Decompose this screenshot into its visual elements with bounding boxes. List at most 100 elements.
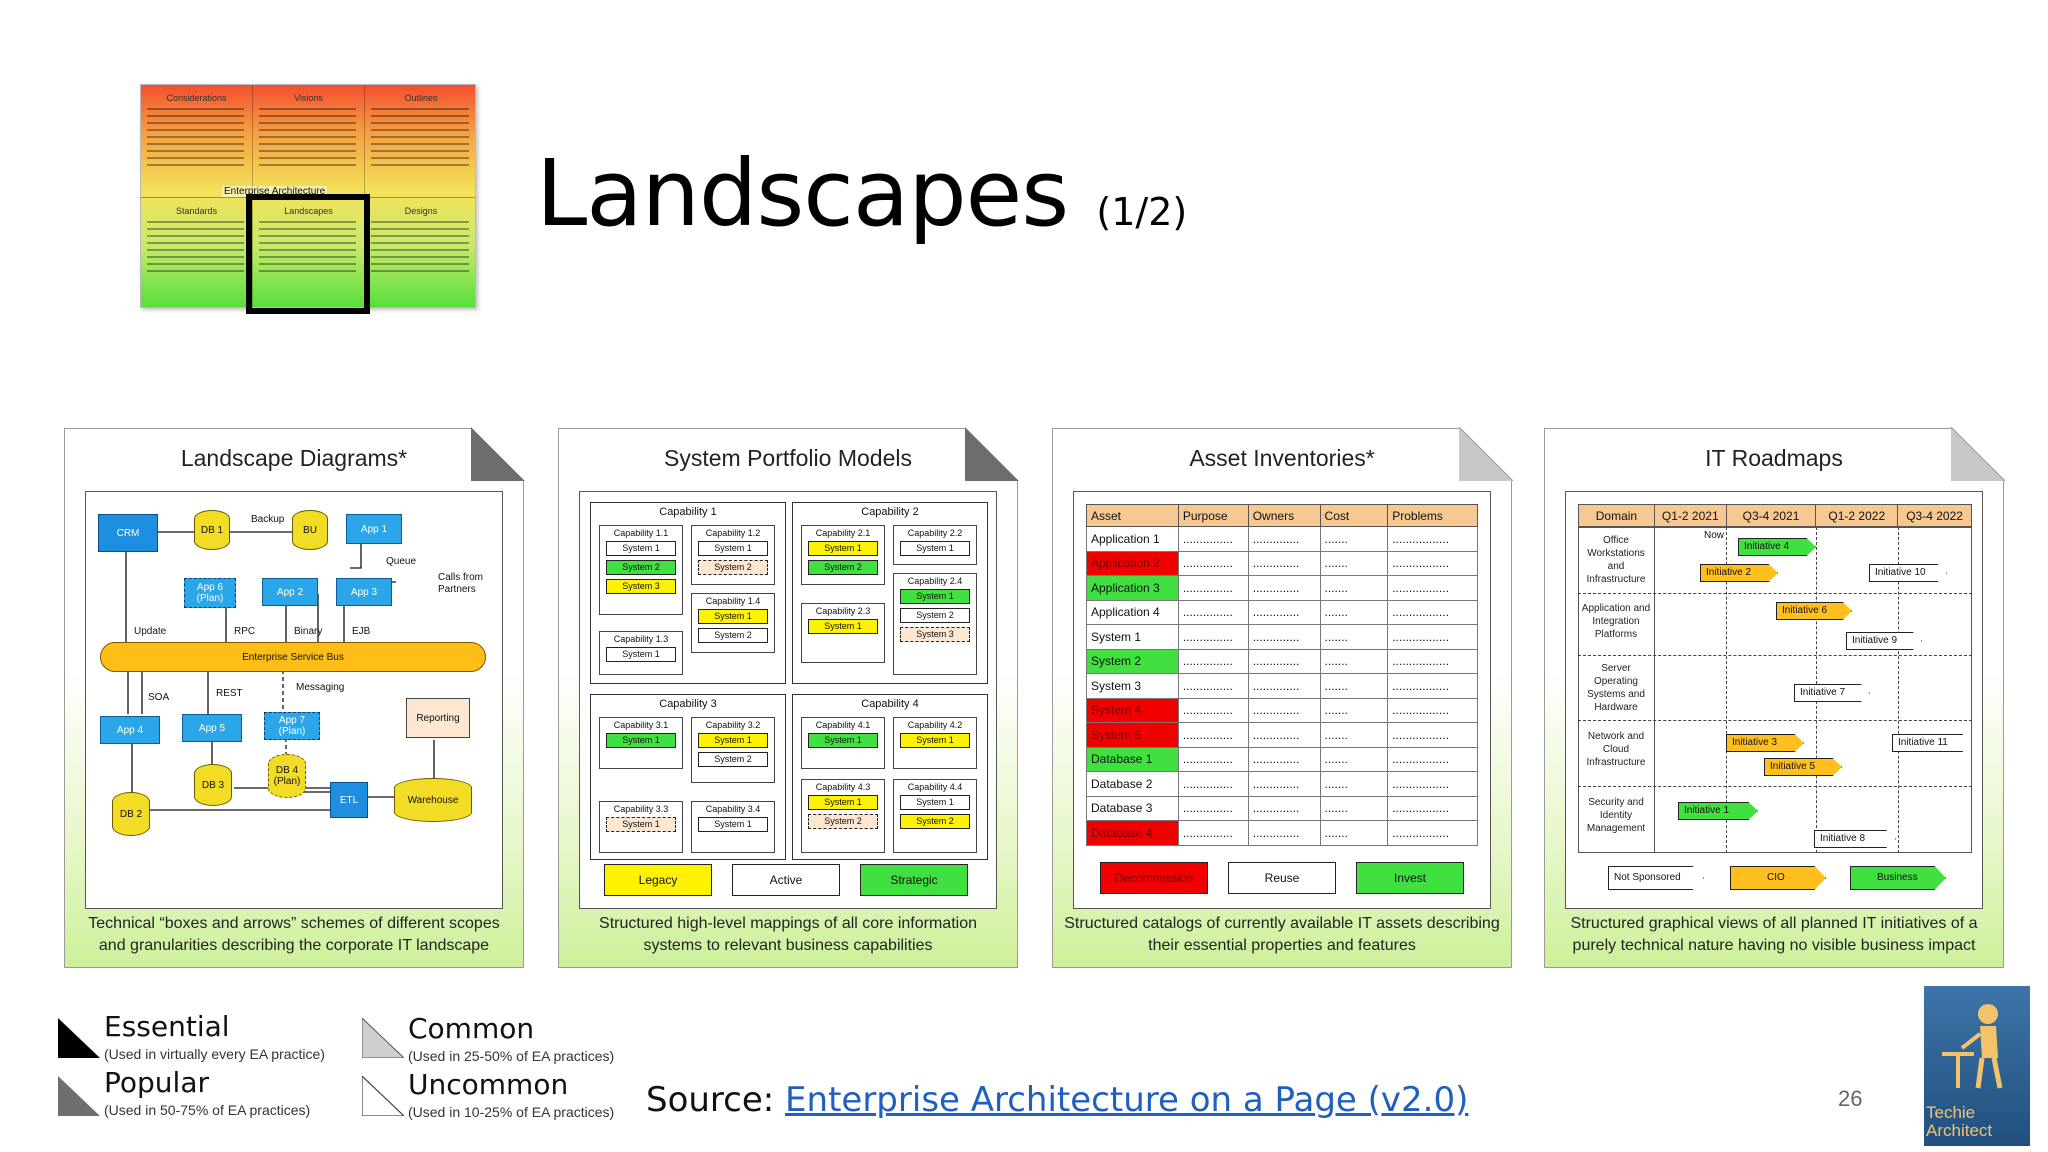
legend-common-name: Common — [408, 1012, 535, 1045]
table-row: System 3................................… — [1086, 673, 1478, 699]
system-box: System 1 — [606, 817, 676, 832]
asset-placeholder-cell: ................. — [1387, 599, 1478, 625]
title-text: Landscapes — [536, 140, 1069, 247]
asset-name-cell: Application 3 — [1086, 575, 1179, 601]
system-box: System 3 — [900, 627, 970, 642]
table-row: Database 3..............................… — [1086, 795, 1478, 821]
asset-placeholder-cell: ....... — [1319, 795, 1389, 821]
initiative-bar: Initiative 9 — [1846, 632, 1922, 650]
asset-placeholder-cell: .............. — [1247, 599, 1321, 625]
legend-invest: Invest — [1356, 862, 1464, 894]
roadmap-column-header: Q1-2 2022 — [1815, 504, 1899, 527]
roadmap-column-header: Domain — [1578, 504, 1655, 527]
asset-placeholder-cell: ................. — [1387, 526, 1478, 552]
asset-placeholder-cell: ....... — [1319, 746, 1389, 772]
asset-column-header: Asset — [1086, 504, 1179, 527]
system-box: System 1 — [606, 733, 676, 748]
app6-node: App 6 (Plan) — [184, 578, 236, 608]
source-label: Source: — [646, 1080, 775, 1120]
system-box: System 2 — [900, 608, 970, 623]
domain-divider — [1654, 527, 1655, 853]
sub-capability-title: Capability 1.1 — [613, 528, 669, 538]
sub-capability-title: Capability 2.3 — [815, 606, 871, 616]
system-box: System 1 — [808, 795, 878, 810]
panel-caption: Structured catalogs of currently availab… — [1064, 915, 1500, 954]
asset-column-header: Problems — [1387, 504, 1478, 527]
asset-placeholder-cell: ....... — [1319, 526, 1389, 552]
db3-node: DB 3 — [194, 764, 232, 806]
sub-capability-title: Capability 4.1 — [815, 720, 871, 730]
sub-capability-title: Capability 2.2 — [907, 528, 963, 538]
thumb-cell-considerations: Considerations — [141, 85, 253, 197]
system-box: System 1 — [808, 619, 878, 634]
asset-name-cell: Application 1 — [1086, 526, 1179, 552]
backup-label: Backup — [251, 514, 285, 525]
asset-placeholder-cell: ....... — [1319, 771, 1389, 797]
portfolio-legend-active: Active — [732, 864, 840, 896]
table-row: Database 4..............................… — [1086, 820, 1478, 846]
rest-label: REST — [216, 688, 243, 699]
panel-caption: Structured graphical views of all planne… — [1570, 915, 1978, 954]
asset-placeholder-cell: ............... — [1177, 820, 1249, 846]
domain-label: Server Operating Systems and Hardware — [1587, 663, 1645, 713]
system-box: System 1 — [900, 733, 970, 748]
table-row: System 5................................… — [1086, 722, 1478, 748]
initiative-bar: Initiative 6 — [1776, 602, 1852, 620]
thumb-header: Considerations — [166, 93, 227, 103]
table-row: Application 4...........................… — [1086, 599, 1478, 625]
sub-capability-title: Capability 4.4 — [907, 782, 963, 792]
panel-title: Asset Inventories* — [1189, 445, 1375, 471]
domain-label: Security and Identity Management — [1586, 797, 1646, 834]
title-part: (1/2) — [1096, 190, 1188, 234]
thumb-cell-visions: Visions — [253, 85, 365, 197]
table-row: Application 1...........................… — [1086, 526, 1478, 552]
system-box: System 1 — [698, 733, 768, 748]
soa-label: SOA — [148, 692, 170, 703]
asset-placeholder-cell: ................. — [1387, 795, 1478, 821]
app5-node: App 5 — [182, 714, 242, 742]
system-box: System 2 — [808, 560, 878, 575]
system-box: System 2 — [698, 628, 768, 643]
quarter-divider — [1898, 527, 1899, 853]
db2-node: DB 2 — [112, 792, 150, 836]
row-divider — [1578, 593, 1972, 594]
thumb-header: Standards — [175, 206, 218, 216]
asset-name-cell: System 1 — [1086, 624, 1179, 650]
asset-name-cell: Database 1 — [1086, 746, 1179, 772]
corner-fold-icon — [965, 427, 1019, 481]
panel-landscape-diagrams: Landscape Diagrams* — [64, 427, 525, 968]
panel-caption: Structured high-level mappings of all co… — [599, 915, 977, 954]
legend-cio: CIO — [1730, 866, 1826, 890]
source-link[interactable]: Enterprise Architecture on a Page (v2.0) — [785, 1080, 1469, 1120]
asset-placeholder-cell: ....... — [1319, 575, 1389, 601]
binary-label: Binary — [294, 626, 323, 637]
system-box: System 2 — [698, 560, 768, 575]
asset-placeholder-cell: ....... — [1319, 673, 1389, 699]
app4-node: App 4 — [100, 716, 160, 744]
system-box: System 1 — [808, 733, 878, 748]
asset-placeholder-cell: ....... — [1319, 648, 1389, 674]
app3-node: App 3 — [336, 578, 392, 606]
asset-placeholder-cell: .............. — [1247, 771, 1321, 797]
db1-node: DB 1 — [194, 510, 230, 550]
thumb-center-label: Enterprise Architecture — [222, 186, 328, 197]
system-box: System 1 — [900, 541, 970, 556]
initiative-bar: Initiative 4 — [1738, 538, 1816, 556]
